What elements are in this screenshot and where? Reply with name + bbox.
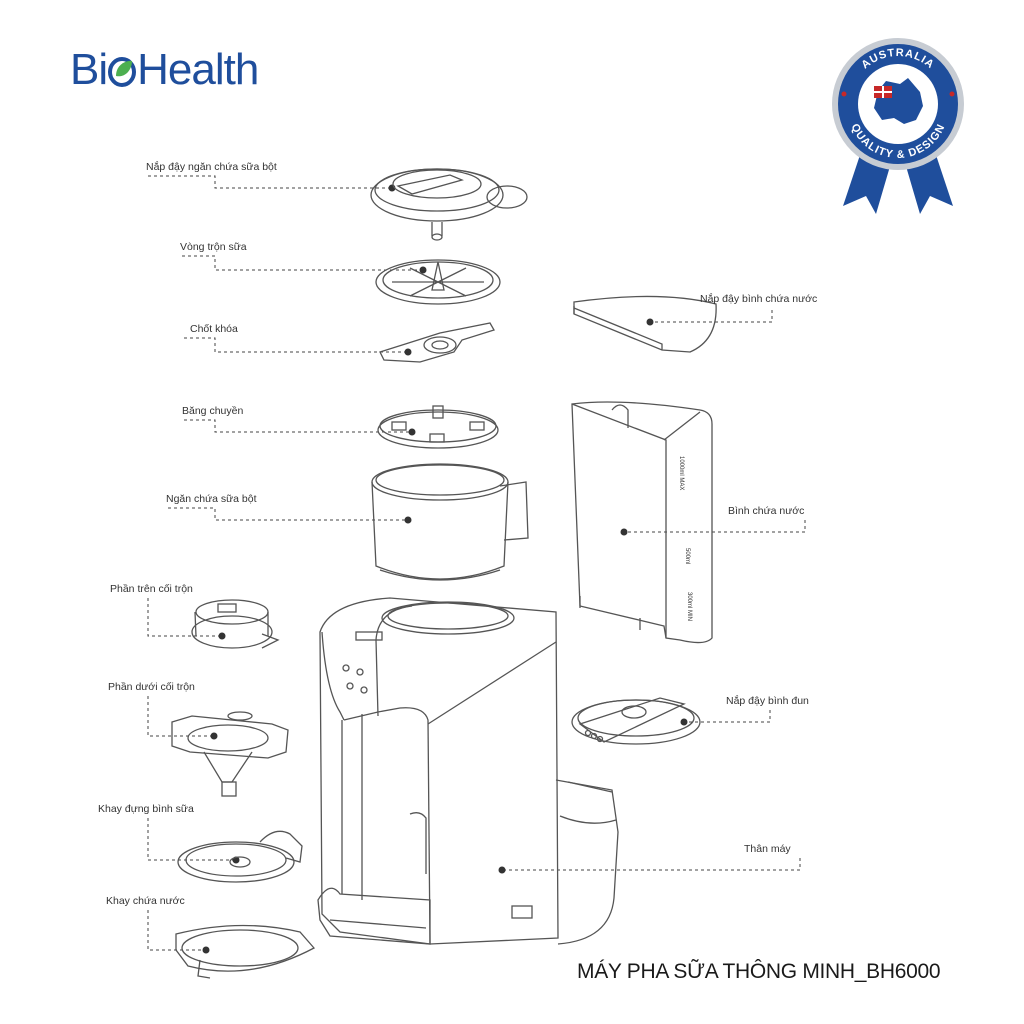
water-tray-part	[175, 924, 316, 979]
label-conveyor: Băng chuyền	[182, 405, 244, 417]
upper-mixer-part	[191, 599, 280, 649]
tank-mark-min: 300ml MIN	[686, 592, 692, 622]
bottle-tray-part	[177, 830, 303, 883]
machine-body-part	[317, 597, 619, 945]
label-bottle-tray: Khay đựng bình sữa	[98, 803, 194, 815]
boiler-lid-part	[571, 697, 701, 745]
label-mixing-ring: Vòng trộn sữa	[180, 241, 247, 253]
label-water-tank-lid: Nắp đậy bình chứa nước	[700, 293, 818, 305]
leader-dots	[202, 184, 688, 954]
brand-name-suffix: Health	[137, 45, 259, 94]
milk-powder-container-part	[371, 463, 529, 581]
label-water-tray: Khay chứa nước	[106, 895, 185, 907]
label-milk-powder-container: Ngăn chứa sữa bột	[166, 493, 257, 505]
water-tank-part	[571, 401, 713, 644]
label-lower-mixer: Phần dưới cối trộn	[108, 681, 195, 693]
tank-mark-max: 1000ml MAX	[678, 456, 684, 491]
quality-badge: AUSTRALIA QUALITY & DESIGN	[832, 38, 964, 214]
milk-powder-lid-part	[370, 168, 528, 241]
water-tank-lid-part	[573, 295, 717, 353]
leader-lines	[147, 175, 806, 951]
leaf-icon	[108, 57, 137, 87]
mixing-ring-part	[375, 259, 501, 305]
label-milk-powder-lid: Nắp đậy ngăn chứa sữa bột	[146, 161, 277, 173]
label-lock-pin: Chốt khóa	[190, 323, 238, 335]
product-caption: MÁY PHA SỮA THÔNG MINH_BH6000	[577, 960, 941, 983]
label-boiler-lid: Nắp đậy bình đun	[726, 695, 809, 707]
label-water-tank: Bình chứa nước	[728, 505, 805, 517]
lower-mixer-part	[171, 711, 289, 797]
brand-name-prefix: Bi	[70, 45, 108, 94]
label-machine-body: Thân máy	[744, 843, 791, 855]
tank-mark-mid: 500ml	[684, 548, 690, 565]
label-upper-mixer: Phần trên cối trộn	[110, 583, 193, 595]
conveyor-part	[377, 405, 499, 449]
lock-pin-part	[379, 322, 495, 363]
brand-logo: Bi Health	[70, 45, 259, 94]
